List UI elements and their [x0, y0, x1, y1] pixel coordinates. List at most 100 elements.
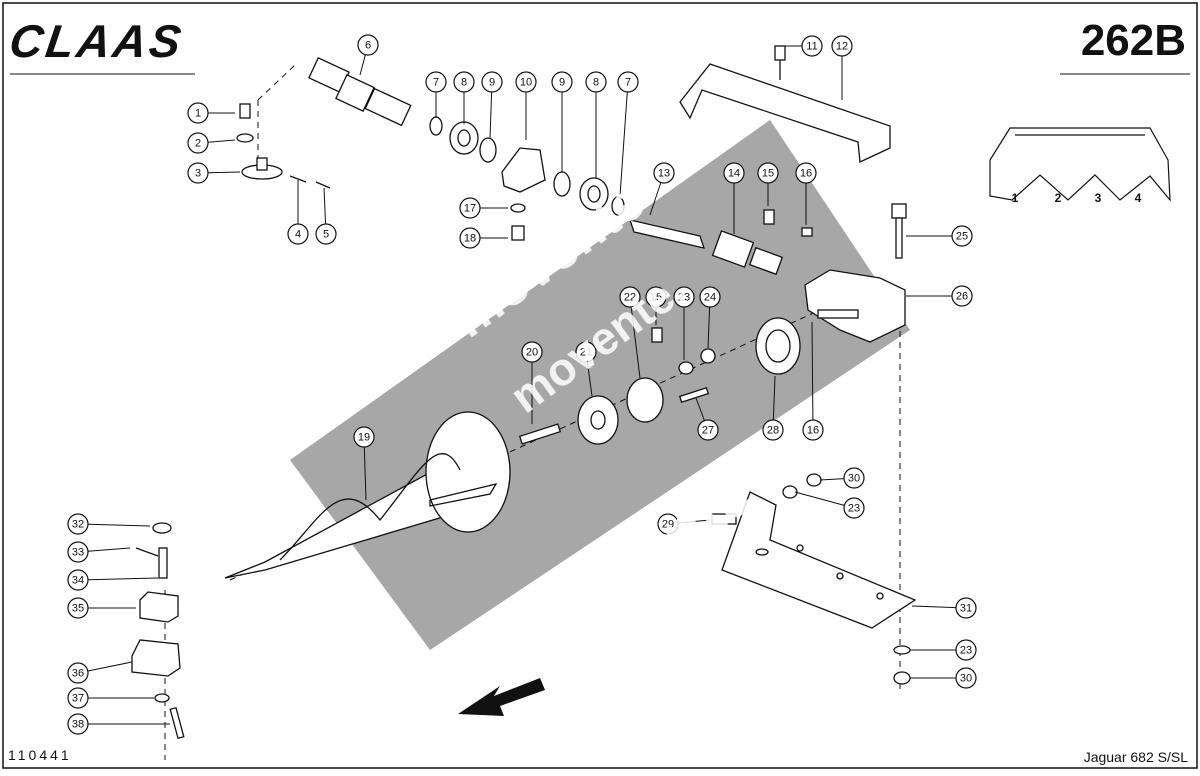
- page-number: 262B: [1080, 16, 1186, 65]
- callout-circle: [187, 162, 209, 184]
- callout-circle: [697, 419, 719, 441]
- callout-label: 20: [526, 347, 538, 359]
- callout-16: 16: [795, 162, 817, 225]
- part-universal-joint-6: [308, 56, 412, 127]
- callout-35: 35: [67, 597, 136, 619]
- callout-16: 16: [802, 321, 824, 441]
- model-name: Jaguar 682 S/SL: [1083, 749, 1188, 765]
- callout-label: 2: [195, 138, 201, 150]
- callout-23: 23: [673, 286, 695, 360]
- callout-leader-line: [794, 491, 845, 506]
- callout-label: 15: [650, 292, 662, 304]
- callout-circle: [67, 597, 89, 619]
- callout-15: 15: [757, 162, 779, 206]
- callout-37: 37: [67, 687, 154, 709]
- callout-label: 18: [464, 233, 476, 245]
- callout-leader-line: [207, 139, 236, 143]
- callout-19: 19: [353, 426, 375, 501]
- callout-circle: [951, 225, 973, 247]
- callout-10: 10: [515, 71, 537, 140]
- callout-circle: [762, 419, 784, 441]
- callout-circle: [955, 667, 977, 689]
- callout-circle: [843, 497, 865, 519]
- part-coupling: [518, 317, 801, 445]
- callout-label: 33: [72, 547, 84, 559]
- callout-label: 6: [365, 40, 371, 52]
- callout-label: 32: [72, 519, 84, 531]
- callout-label: 34: [72, 575, 84, 587]
- callout-18: 18: [459, 227, 508, 249]
- overview-row-label: 3: [1095, 191, 1102, 205]
- callout-label: 22: [624, 292, 636, 304]
- callout-leader-line: [811, 321, 814, 421]
- callout-circle: [955, 597, 977, 619]
- callout-circle: [353, 426, 375, 448]
- callout-label: 11: [806, 41, 817, 53]
- callout-leader-line: [87, 661, 133, 672]
- callout-2: 2: [187, 132, 236, 154]
- callout-circle: [67, 662, 89, 684]
- callout-circle: [657, 513, 679, 535]
- callout-circle: [653, 162, 675, 184]
- callout-8: 8: [453, 71, 475, 124]
- callout-label: 21: [580, 347, 592, 359]
- callout-circle: [645, 286, 667, 308]
- callout-38: 38: [67, 713, 170, 735]
- callout-label: 38: [72, 719, 84, 731]
- callout-circle: [843, 467, 865, 489]
- callout-leader-line: [323, 187, 327, 225]
- callout-8: 8: [585, 71, 607, 178]
- callout-leader-line: [649, 182, 662, 216]
- callout-leader-line: [707, 306, 711, 349]
- callout-circle: [67, 513, 89, 535]
- callout-7: 7: [617, 71, 639, 197]
- callout-leader-line: [911, 605, 957, 609]
- part-bearings-rings: [429, 116, 625, 241]
- callout-22: 22: [619, 286, 641, 379]
- callout-3: 3: [187, 162, 241, 184]
- callout-label: 36: [72, 668, 84, 680]
- callout-leader-line: [359, 54, 366, 76]
- callout-leader-line: [677, 519, 711, 524]
- part-mount-block: [131, 522, 185, 740]
- callout-26: 26: [906, 285, 973, 307]
- callout-1: 1: [187, 102, 235, 124]
- part-guard-12: [679, 45, 891, 163]
- callout-label: 4: [295, 229, 301, 241]
- callout-circle: [831, 35, 853, 57]
- part-hub-assembly: [236, 103, 331, 189]
- callout-label: 8: [593, 77, 599, 89]
- callout-leader-line: [619, 91, 628, 197]
- callout-17: 17: [459, 197, 508, 219]
- callout-leader-line: [772, 375, 776, 421]
- callout-label: 10: [520, 77, 532, 89]
- callout-circle: [955, 639, 977, 661]
- callout-leader-line: [363, 446, 367, 501]
- callout-label: 25: [956, 231, 968, 243]
- callout-label: 35: [72, 603, 84, 615]
- header-overview-inset: [989, 127, 1171, 202]
- callout-circle: [315, 223, 337, 245]
- callout-circle: [699, 286, 721, 308]
- overview-row-label: 2: [1055, 191, 1062, 205]
- callout-leader-line: [87, 523, 151, 527]
- callout-leader-line: [819, 478, 845, 481]
- callout-label: 15: [762, 168, 774, 180]
- callout-34: 34: [67, 569, 159, 591]
- callout-label: 12: [836, 41, 848, 53]
- callout-circle: [515, 71, 537, 93]
- callout-circle: [481, 71, 503, 93]
- callout-31: 31: [911, 597, 977, 619]
- callout-circle: [357, 34, 379, 56]
- callout-circle: [723, 162, 745, 184]
- callout-24: 24: [699, 286, 721, 349]
- callout-label: 27: [702, 425, 714, 437]
- callout-11: 11: [785, 35, 823, 57]
- callout-33: 33: [67, 541, 131, 563]
- callout-29: 29: [657, 513, 711, 535]
- callout-circle: [459, 197, 481, 219]
- part-bracket-31: [711, 473, 917, 685]
- callout-circle: [187, 132, 209, 154]
- brand-logo: CLAAS: [6, 15, 188, 67]
